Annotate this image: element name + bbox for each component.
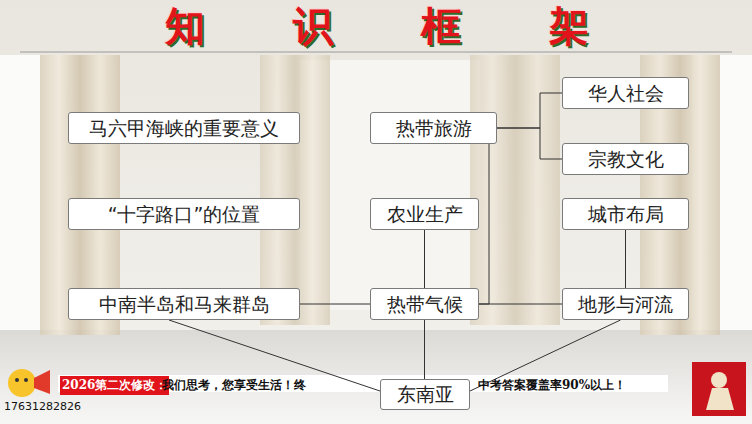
emoji-eye [15,378,19,382]
revision-tag: 2026第二次修改： [60,376,169,395]
topic-text: 华人社会 [588,84,664,103]
topic-box: 中南半岛和马来群岛 [68,288,300,320]
connector-line [479,144,489,304]
middle-curtain [260,55,330,325]
topic-box: 热带旅游 [370,112,497,144]
connector-line [424,320,425,379]
connector-line [479,304,562,305]
connector-line [497,93,562,128]
badge-ground [692,362,746,416]
connector-line [497,128,562,159]
corner-badge [692,362,746,416]
topic-text: “十字路口”的位置 [108,205,261,224]
megaphone [34,370,50,394]
topic-text: 地形与河流 [578,295,673,314]
topic-text: 东南亚 [397,385,454,404]
middle-curtain [470,55,560,325]
topic-box: 宗教文化 [562,143,689,175]
topic-box: “十字路口”的位置 [68,198,300,230]
emoji-face [8,369,36,397]
connector-line [424,230,425,288]
topic-box: 地形与河流 [562,288,689,320]
connector-line [300,304,370,305]
topic-text: 热带气候 [387,295,463,314]
topic-box: 农业生产 [370,198,479,230]
diagram-title: 知识框架 [165,4,677,48]
topic-box: 热带气候 [370,288,479,320]
phone-number: 17631282826 [4,400,81,413]
banner-note: 我们思考，您享受生活！终 [162,376,306,395]
topic-box: 城市布局 [562,198,689,230]
topic-text: 热带旅游 [396,119,472,138]
topic-text: 中南半岛和马来群岛 [99,295,270,314]
topic-box: 华人社会 [562,77,689,109]
topic-box: 东南亚 [380,379,470,410]
banner-note: 中考答案覆盖率90%以上！ [478,376,626,395]
knight-head [711,372,727,388]
knight-body [706,388,734,410]
title-rule [20,52,732,53]
megaphone-icon [8,369,50,397]
emoji-eye [24,378,28,382]
floor [0,330,752,424]
topic-text: 马六甲海峡的重要意义 [89,119,279,138]
topic-text: 宗教文化 [588,150,664,169]
connector-line [625,230,626,288]
topic-text: 农业生产 [387,205,463,224]
topic-text: 城市布局 [588,205,664,224]
topic-box: 马六甲海峡的重要意义 [68,112,300,144]
